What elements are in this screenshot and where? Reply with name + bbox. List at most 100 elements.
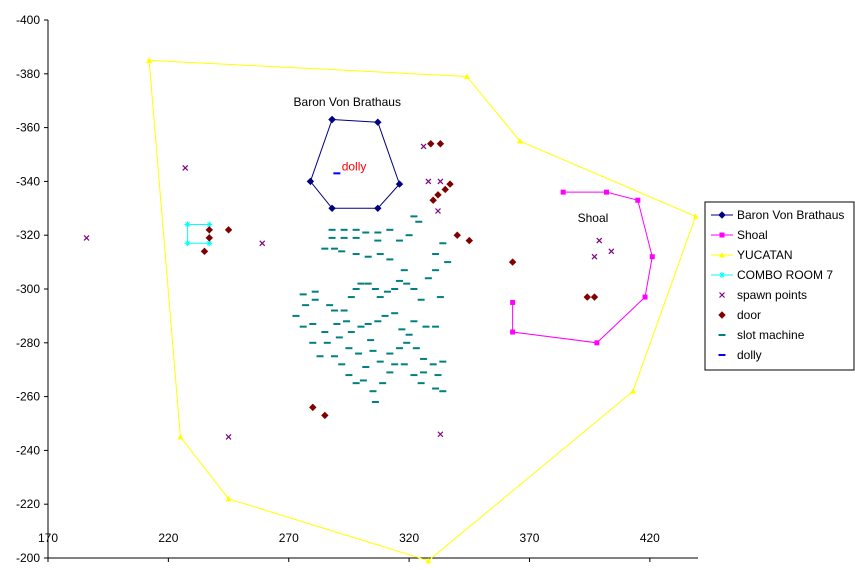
door-point [453,231,461,239]
slot-machine-point [374,231,382,234]
slot-machine-point [386,352,394,355]
door-point [205,234,214,242]
slot-machine-point [369,390,377,393]
slot-machine-point [439,360,447,363]
door-point [583,293,591,301]
slot-machine-point [432,253,440,256]
slot-machine-point [345,374,353,377]
slot-machine-point [347,331,355,334]
door-point [200,247,209,256]
slot-machine-point [410,288,418,290]
slot-machine-point [400,269,408,272]
yucatan-point [692,213,699,219]
slot-machine-point [376,253,384,256]
y-tick-label: -200 [16,551,40,565]
slot-machine-point [386,228,394,231]
slot-machine-point [395,347,403,350]
slot-machine-point [352,253,360,256]
slot-machine-point [398,328,406,331]
slot-machine-point [340,236,348,239]
spawn-points-point [437,431,444,438]
series-door [200,140,599,420]
y-tick-label: -360 [16,121,40,135]
door-point [429,196,437,204]
door-point [436,140,445,148]
spawn-points-point [225,434,232,440]
slot-machine-point [333,322,341,325]
slot-machine-point [444,261,452,264]
spawn-points-point [437,178,444,185]
shoal-point [510,299,516,305]
slot-machine-point [374,320,382,323]
slot-machine-point [374,239,382,242]
legend-item-shoal: Shoal [711,228,768,242]
slot-machine-point [326,304,334,307]
slot-machine-point [386,258,394,261]
slot-machine-point [299,293,307,296]
door-point [434,191,442,199]
spawn-points-point [608,248,615,255]
shoal-line [512,191,653,344]
slot-machine-point [330,355,338,358]
combo-room-7-line [187,223,210,244]
series-layer [83,57,699,564]
legend-item-door: door [718,308,761,322]
baron-von-brathaus-point [306,177,315,186]
slot-machine-point [420,357,428,360]
yucatan-point [463,73,470,79]
door-point [427,140,435,148]
baron-von-brathaus-point [374,204,382,213]
baron-von-brathaus-point [374,118,382,126]
slot-machine-point [412,347,420,350]
slot-machine-point [439,242,447,245]
shoal-point [649,254,655,260]
slot-machine-point [359,379,367,382]
shoal-point [642,294,648,300]
yucatan-point [630,388,636,394]
x-tick-label: 170 [38,531,58,545]
yucatan-point [516,138,523,144]
combo-room-7-point [184,240,191,247]
slot-machine-point [386,371,394,374]
slot-machine-point [367,339,375,342]
legend-swatch-marker [718,211,726,219]
legend-item-dolly: dolly [718,348,762,362]
slot-machine-point [328,228,336,231]
legend-item-combo-room-7: COMBO ROOM 7 [711,268,833,282]
door-point [508,258,517,266]
slot-machine-point [362,366,370,369]
slot-machine-point [432,269,440,272]
slot-machine-point [381,314,389,317]
slot-machine-point [376,296,384,299]
slot-machine-point [376,360,384,363]
x-tick-label: 420 [640,531,660,545]
baron-von-brathaus-point [395,180,404,188]
y-tick-label: -340 [16,174,40,188]
slot-machine-point [347,296,355,299]
legend-swatch-marker [719,232,725,238]
shoal-point [510,329,516,335]
slot-machine-point [335,336,343,339]
y-tick-label: -280 [16,336,40,350]
dolly-point [333,172,341,175]
door-point [205,226,214,234]
slot-machine-point [352,382,360,385]
slot-machine-point [338,250,346,253]
series-combo-room-7 [184,221,213,247]
shoal-point [635,197,641,203]
legend-swatch-marker [719,292,725,298]
slot-machine-point [321,331,329,334]
x-tick-label: 370 [519,531,539,545]
slot-machine-point [429,363,437,366]
slot-machine-point [420,371,428,374]
legend-label: dolly [737,348,762,362]
slot-machine-point [391,363,399,366]
series-baron-von-brathaus [306,115,404,213]
spawn-points-point [259,240,266,247]
slot-machine-point [371,400,379,403]
slot-machine-point [405,333,413,336]
y-tick-label: -240 [16,443,40,457]
legend-label: COMBO ROOM 7 [737,268,833,282]
slot-machine-point [364,255,372,258]
